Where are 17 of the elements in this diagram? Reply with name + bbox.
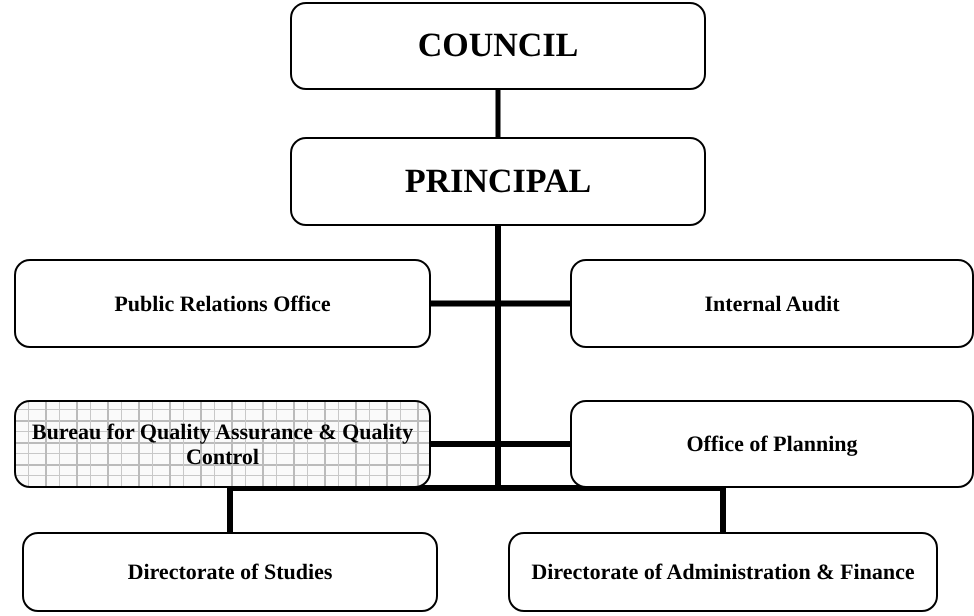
rounded-box — [290, 137, 706, 226]
rounded-box — [22, 532, 438, 612]
box-label: Public Relations Office — [114, 290, 331, 316]
box-label: Directorate of Administration & Finance — [531, 559, 915, 585]
box-label: Internal Audit — [704, 290, 840, 316]
box-label: PRINCIPAL — [404, 162, 592, 202]
rounded-box — [14, 259, 431, 348]
rounded-box — [290, 2, 706, 90]
rounded-box — [570, 259, 974, 348]
box-label: Bureau for Quality Assurance & Quality Control — [30, 418, 414, 470]
rounded-box — [508, 532, 938, 612]
box-label: Directorate of Studies — [128, 559, 332, 585]
connector-line — [496, 90, 500, 137]
rounded-box — [570, 400, 974, 488]
patterned-box — [14, 400, 431, 488]
box-label: COUNCIL — [418, 26, 578, 66]
box-label: Office of Planning — [686, 431, 858, 457]
